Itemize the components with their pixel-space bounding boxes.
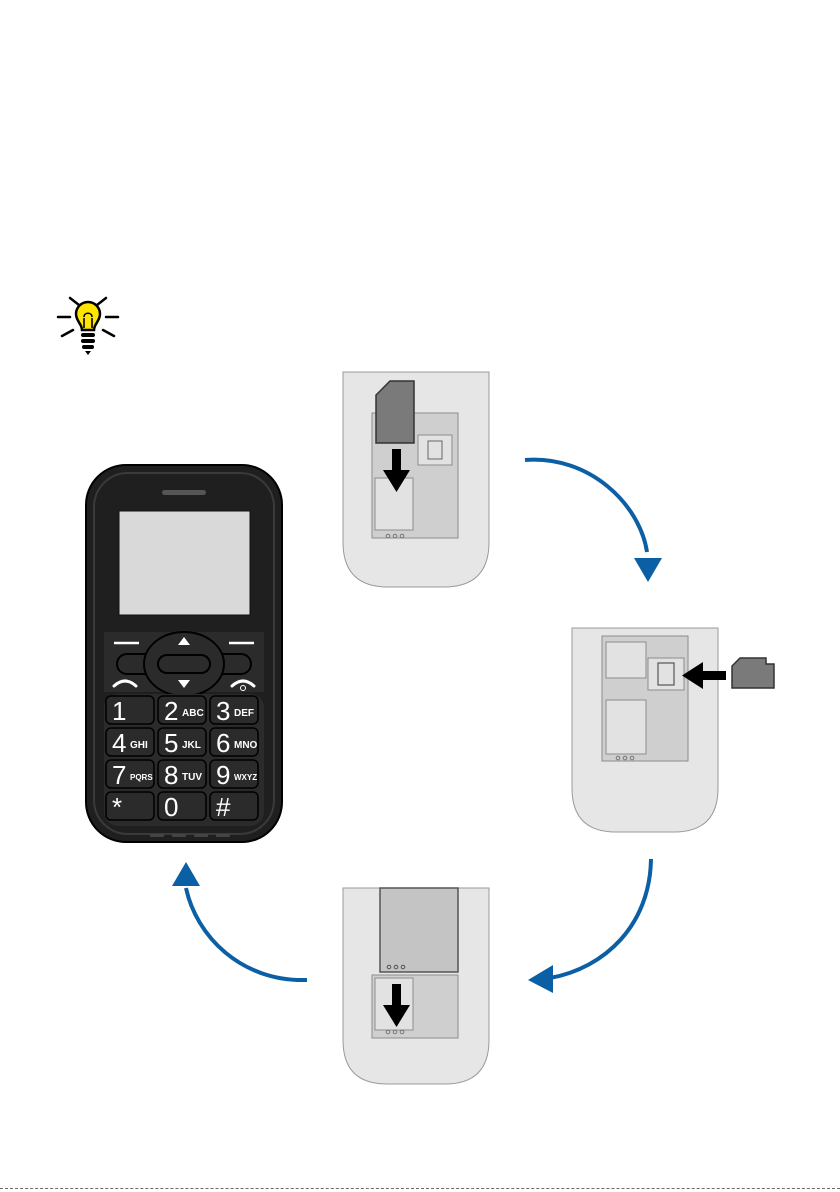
keypad-key: 4 GHI [106,728,154,758]
keypad-key: 7 PQRS [106,760,154,790]
keypad-key: 2 ABC [158,696,206,726]
keypad-key: 3 DEF [210,696,258,726]
curved-arrow-icon [525,460,662,582]
keypad-key: 6 MNO [210,728,258,758]
key-letters: JKL [182,740,201,751]
memory-card [732,658,774,688]
key-letters: TUV [182,772,202,783]
key-digit: 0 [164,792,178,822]
key-digit: 2 [164,696,178,726]
key-digit: 4 [112,728,126,758]
key-digit: 9 [216,760,230,790]
step-insert-memory-card [572,628,774,832]
step-insert-sim-card [343,372,489,587]
earpiece [162,490,206,495]
key-letters: PQRS [130,773,153,782]
keypad-key: # [210,792,258,822]
battery [380,888,458,972]
key-letters: ABC [182,708,204,719]
key-letters: DEF [234,708,254,719]
key-letters: GHI [130,740,148,751]
curved-arrow-icon [528,859,651,993]
keypad-key: * [106,792,154,822]
step-insert-battery [343,888,489,1084]
key-letters: WXYZ [234,773,257,782]
key-digit: 7 [112,760,126,790]
keypad-key: 8 TUV [158,760,206,790]
key-digit: 8 [164,760,178,790]
keypad-key: 9 WXYZ [210,760,258,790]
key-digit: 1 [112,696,126,726]
curved-arrow-icon [172,862,307,980]
mobile-phone: 1 2 ABC 3 DEF 4 GHI 5 JKL 6 MNO 7 PQRS 8 TUV 9 WXYZ * 0 # [86,465,282,842]
sim-card [376,381,414,443]
key-digit: 3 [216,696,230,726]
key-letters: MNO [234,740,258,751]
keypad-key: 1 [106,696,154,726]
page-bottom-rule [0,1188,840,1189]
phone-screen [119,511,250,615]
ok-key [158,655,210,673]
key-digit: 5 [164,728,178,758]
key-digit: # [216,792,231,822]
keypad-key: 5 JKL [158,728,206,758]
key-digit: * [112,792,122,822]
keypad-key: 0 [158,792,206,822]
key-digit: 6 [216,728,230,758]
lightbulb-icon [58,298,118,355]
